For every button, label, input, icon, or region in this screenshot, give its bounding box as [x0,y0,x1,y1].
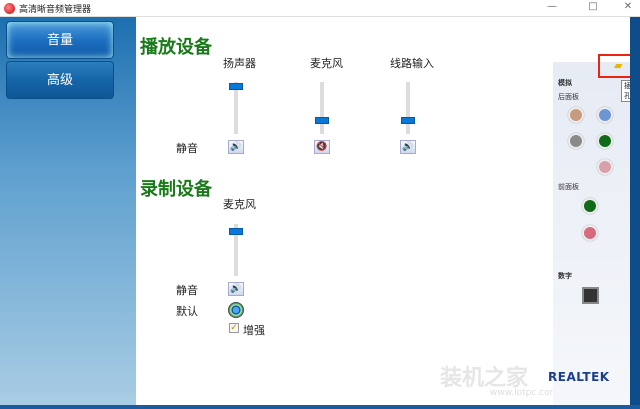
watermark: 装机之家 [440,366,529,391]
speaker-muted-icon: 🔇 [316,142,328,152]
digital-jack-icon[interactable] [582,287,599,304]
front-jack-pink[interactable] [582,225,598,241]
mic-mute-button[interactable]: 🔇 [314,140,330,154]
playback-heading: 播放设备 [140,37,212,58]
maximize-button[interactable]: □ [588,1,598,12]
sidebar-item-volume[interactable]: 音量 [6,21,114,59]
rec-mic-label: 麦克风 [223,198,256,211]
speaker-icon: 🔊 [230,284,242,294]
speaker-icon: 🔊 [402,142,414,152]
window-title: 高清晰音频管理器 [19,5,92,15]
minimize-button[interactable]: — [547,1,557,12]
back-panel-label: 后面板 [558,93,579,101]
boost-checkbox[interactable]: ✓ [229,323,239,333]
window-bottom-border [0,405,640,409]
folder-icon: ▰ [614,59,623,72]
speaker-slider-thumb[interactable] [229,83,243,90]
back-jack-orange[interactable] [568,107,584,123]
analog-label: 模拟 [558,79,572,87]
line-in-volume-slider[interactable] [406,82,410,134]
mic-slider-thumb[interactable] [315,117,329,124]
speaker-mute-button[interactable]: 🔊 [228,140,244,154]
sidebar-item-advanced[interactable]: 高级 [6,61,114,99]
line-in-mute-button[interactable]: 🔊 [400,140,416,154]
playback-mute-label: 静音 [176,142,198,155]
mic-volume-slider[interactable] [320,82,324,134]
back-jack-blue[interactable] [597,107,613,123]
close-button[interactable]: ✕ [623,1,633,12]
realtek-logo: REALTEK [548,370,610,384]
title-bar: 高清晰音频管理器 — □ ✕ [0,0,640,17]
rec-mic-slider-thumb[interactable] [229,228,243,235]
watermark-url: www.lotpc.com [490,388,559,398]
back-jack-pink[interactable] [597,159,613,175]
recording-heading: 录制设备 [140,179,212,200]
back-jack-gray[interactable] [568,133,584,149]
jack-settings-button[interactable]: ▰ [598,54,632,78]
rec-mic-mute-button[interactable]: 🔊 [228,282,244,296]
line-in-slider-thumb[interactable] [401,117,415,124]
mic-label: 麦克风 [310,57,343,70]
speaker-volume-slider[interactable] [234,82,238,134]
recording-mute-label: 静音 [176,284,198,297]
default-label: 默认 [176,305,198,318]
line-in-label: 线路输入 [390,57,434,70]
window-edge [630,17,640,409]
speaker-icon: 🔊 [230,142,242,152]
digital-label: 数字 [558,272,572,280]
boost-label: 增强 [243,324,265,337]
back-jack-green[interactable] [597,133,613,149]
rec-mic-volume-slider[interactable] [234,224,238,276]
speaker-label: 扬声器 [223,57,256,70]
sidebar: 音量 高级 [0,17,136,406]
front-panel-label: 前面板 [558,183,579,191]
default-device-button[interactable] [228,302,244,318]
app-icon [4,3,15,14]
front-jack-green[interactable] [582,198,598,214]
